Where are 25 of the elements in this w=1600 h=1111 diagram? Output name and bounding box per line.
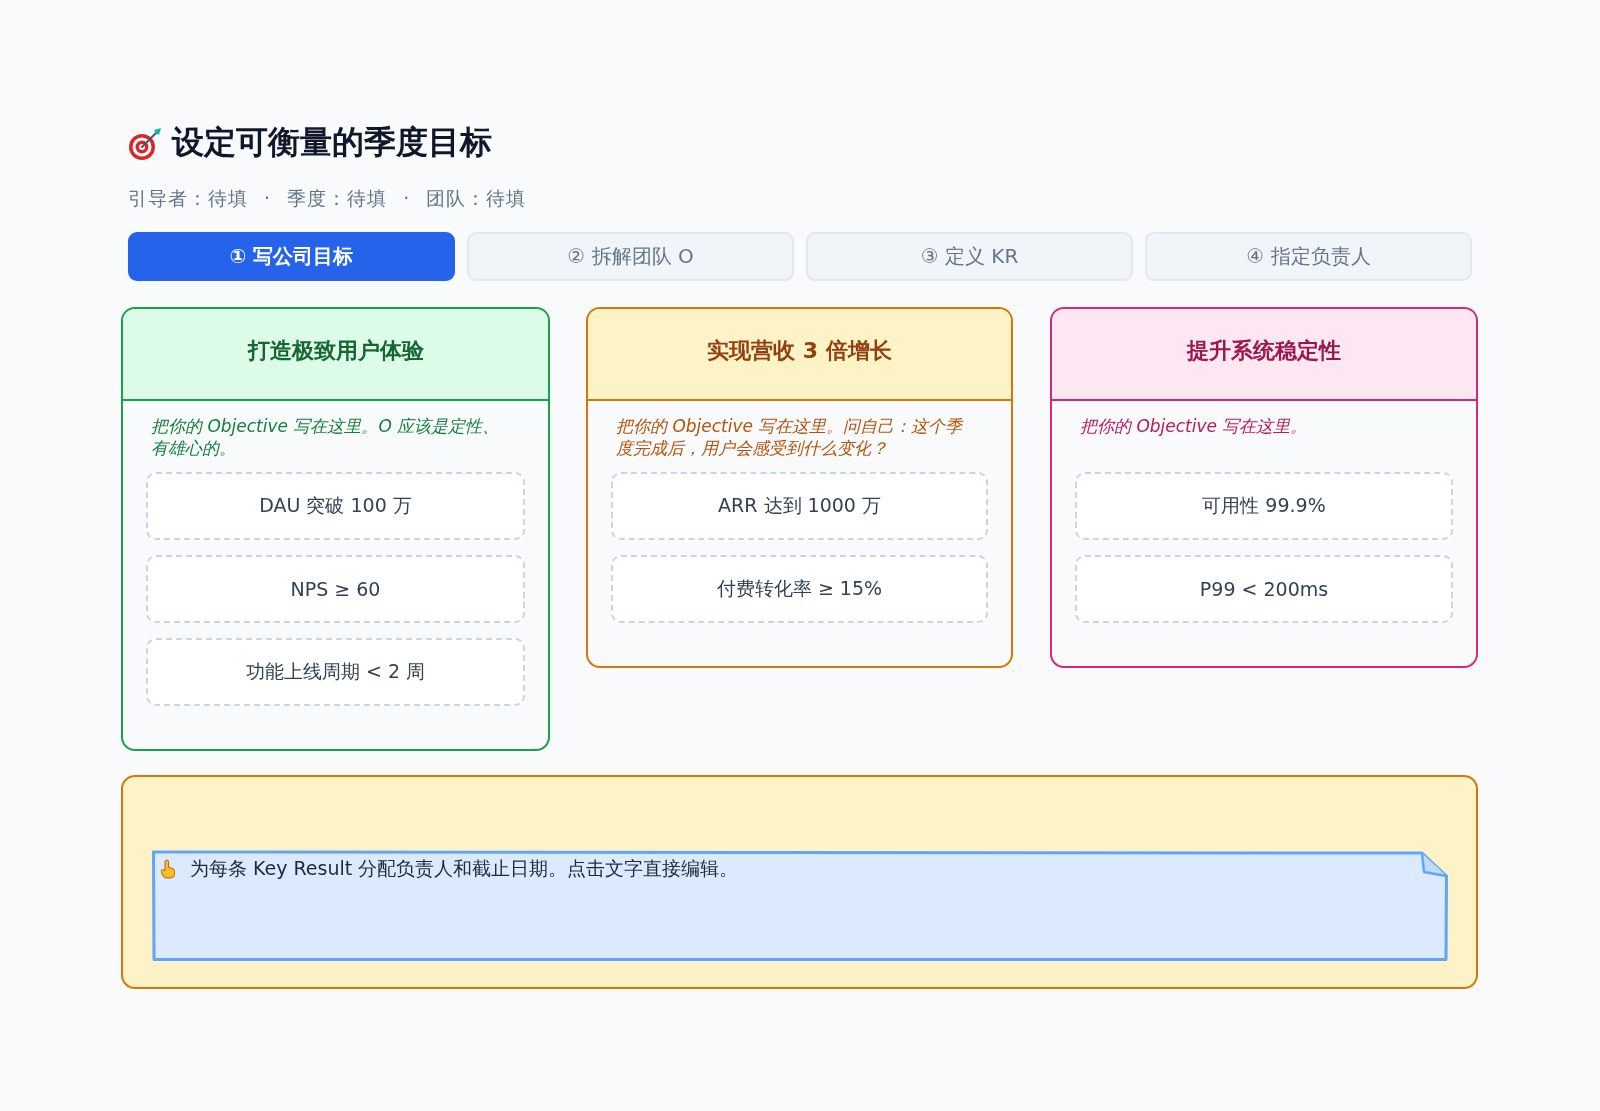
key-result-card: P99 < 200ms [1075,555,1453,623]
key-result-card: ARR 达到 1000 万 [611,472,988,540]
page-title: 设定可衡量的季度目标 [172,122,492,163]
objective-card [1050,307,1478,668]
step-tab: ② 拆解团队 O [467,232,794,281]
objective-description: 把你的 Objective 写在这里。O 应该是定性、有雄心的。 [151,415,501,459]
note-text: 为每条 Key Result 分配负责人和截止日期。点击文字直接编辑。 [190,856,739,881]
objective-description: 把你的 Objective 写在这里。 [1080,415,1309,437]
active-step-tab: ① 写公司目标 [128,232,455,281]
step-tab: ③ 定义 KR [806,232,1133,281]
objective-title: 打造极致用户体验 [247,337,424,365]
key-result-card: DAU 突破 100 万 [146,472,525,540]
key-result-card: NPS ≥ 60 [146,555,525,623]
objective-description: 把你的 Objective 写在这里。问自己：这个季度完成后，用户会感受到什么变化？ [616,415,965,459]
key-result-card: 功能上线周期 < 2 周 [146,638,525,706]
key-result-card: 可用性 99.9% [1075,472,1453,540]
key-result-card: 付费转化率 ≥ 15% [611,555,988,623]
tip-panel [121,775,1478,989]
objective-title: 提升系统稳定性 [1187,337,1341,365]
sticky-note [152,850,1448,961]
objective-card [586,307,1013,668]
objective-title: 实现营收 3 倍增长 [707,337,892,365]
step-tab: ④ 指定负责人 [1145,232,1472,281]
objective-card [121,307,550,751]
meta-line: 引导者：待填 · 季度：待填 · 团队：待填 [128,186,527,211]
